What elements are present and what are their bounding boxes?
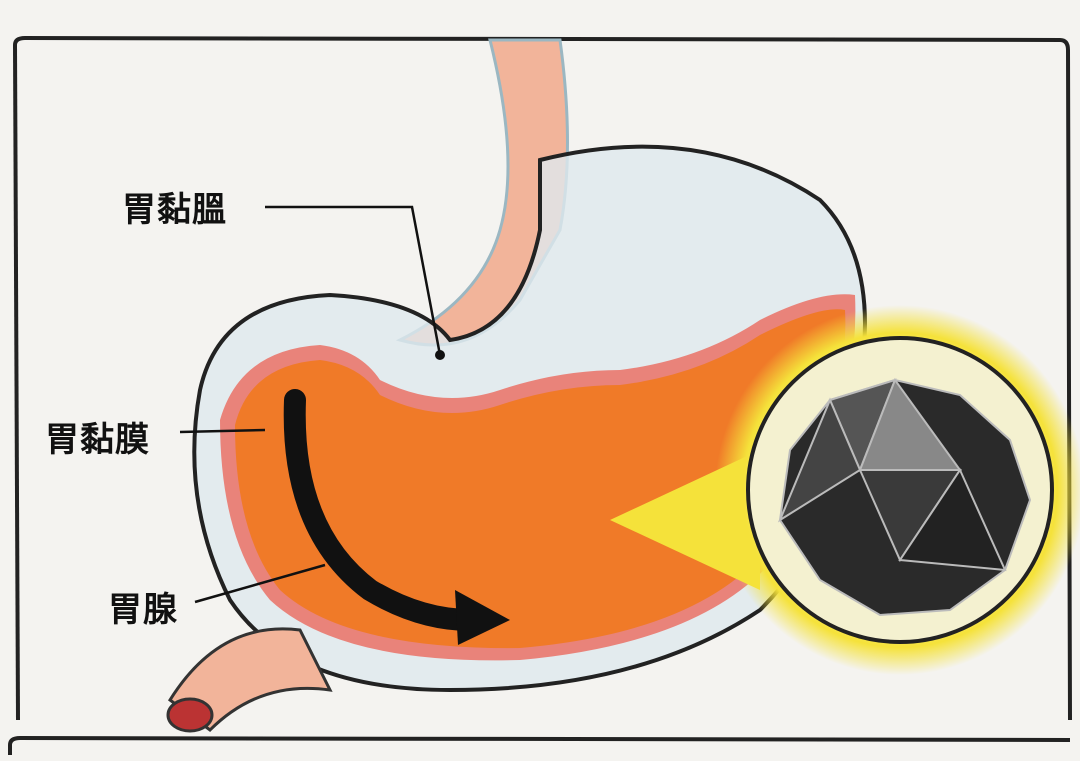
virus <box>777 377 1032 617</box>
stomach-content <box>235 309 846 649</box>
duodenum <box>167 627 333 732</box>
label-mucosa-top: 胃黏膃 <box>122 190 227 230</box>
leader-lines <box>179 205 442 604</box>
flow-arrow <box>283 389 481 631</box>
frame <box>13 35 1072 721</box>
label-mucosa: 胃黏膜 <box>45 420 150 460</box>
label-gastric-gland: 胃腺 <box>108 590 178 630</box>
